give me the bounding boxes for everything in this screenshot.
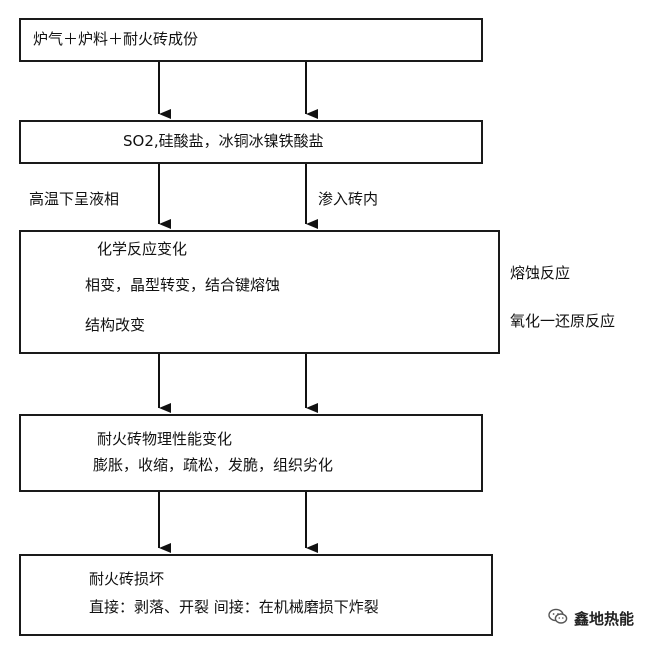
box-physical-changes-title: 耐火砖物理性能变化 [97,430,233,448]
box-physical-changes-line2: 膨胀，收缩，疏松，发脆，组织劣化 [93,456,334,474]
side-label-corrosion: 熔蚀反应 [510,264,571,282]
box-furnace-inputs-text: 炉气＋炉料＋耐火砖成份 [33,30,199,48]
box-chemical-changes: 化学反应变化 相变，晶型转变，结合键熔蚀 结构改变 [19,230,500,354]
box-chemical-changes-line2: 相变，晶型转变，结合键熔蚀 [85,276,281,294]
box-reactants: SO2,硅酸盐，冰铜冰镍铁酸盐 [19,120,483,164]
box-chemical-changes-title: 化学反应变化 [97,240,188,258]
box-furnace-inputs: 炉气＋炉料＋耐火砖成份 [19,18,483,62]
box-brick-damage: 耐火砖损坏 直接：剥落、开裂 间接：在机械磨损下炸裂 [19,554,493,636]
wechat-icon [548,608,568,629]
box-reactants-text: SO2,硅酸盐，冰铜冰镍铁酸盐 [123,132,324,150]
box-brick-damage-title: 耐火砖损坏 [89,570,165,588]
watermark: 鑫地热能 [548,608,634,629]
box-brick-damage-line2: 直接：剥落、开裂 间接：在机械磨损下炸裂 [89,598,379,616]
label-liquid-phase: 高温下呈液相 [29,190,120,208]
label-penetrate-brick: 渗入砖内 [318,190,379,208]
side-label-redox: 氧化一还原反应 [510,312,616,330]
box-physical-changes: 耐火砖物理性能变化 膨胀，收缩，疏松，发脆，组织劣化 [19,414,483,492]
box-chemical-changes-line3: 结构改变 [85,316,146,334]
watermark-text: 鑫地热能 [574,610,635,628]
